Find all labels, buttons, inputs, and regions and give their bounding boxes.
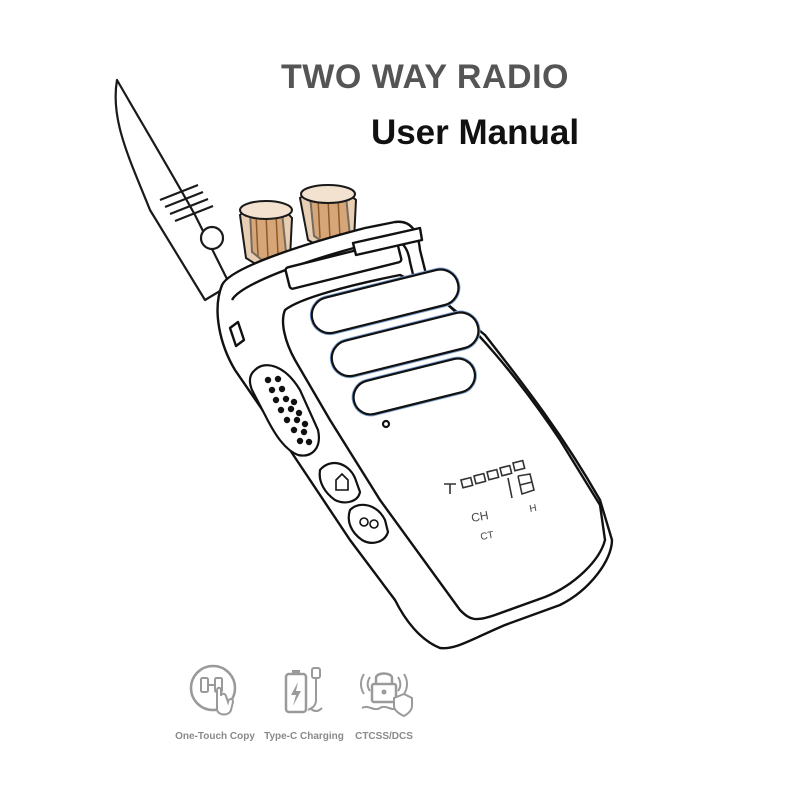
feature-one-touch-copy: One-Touch Copy (160, 660, 270, 742)
lcd-display (444, 459, 535, 499)
page-title: TWO WAY RADIO (281, 58, 569, 96)
display-channel-label: CH (470, 508, 490, 525)
display-ct-label: CT (480, 530, 495, 543)
ptt-button (248, 364, 320, 457)
volume-knob (298, 184, 358, 252)
side-buttons (318, 461, 390, 544)
feature-label: CTCSS/DCS (355, 731, 413, 742)
ctcss-dcs-lock-icon (360, 672, 413, 718)
one-touch-copy-icon (189, 664, 237, 716)
feature-ctcss-dcs: CTCSS/DCS (329, 660, 439, 742)
feature-label: One-Touch Copy (175, 731, 255, 742)
feature-label: Type-C Charging (264, 731, 344, 742)
speaker-grille (309, 267, 481, 429)
type-c-charging-icon (284, 667, 323, 714)
page-subtitle: User Manual (370, 113, 580, 152)
feature-type-c-charging: Type-C Charging (249, 660, 359, 742)
channel-knob (238, 200, 294, 270)
antenna (114, 78, 232, 302)
display-power-label: H (529, 503, 538, 515)
